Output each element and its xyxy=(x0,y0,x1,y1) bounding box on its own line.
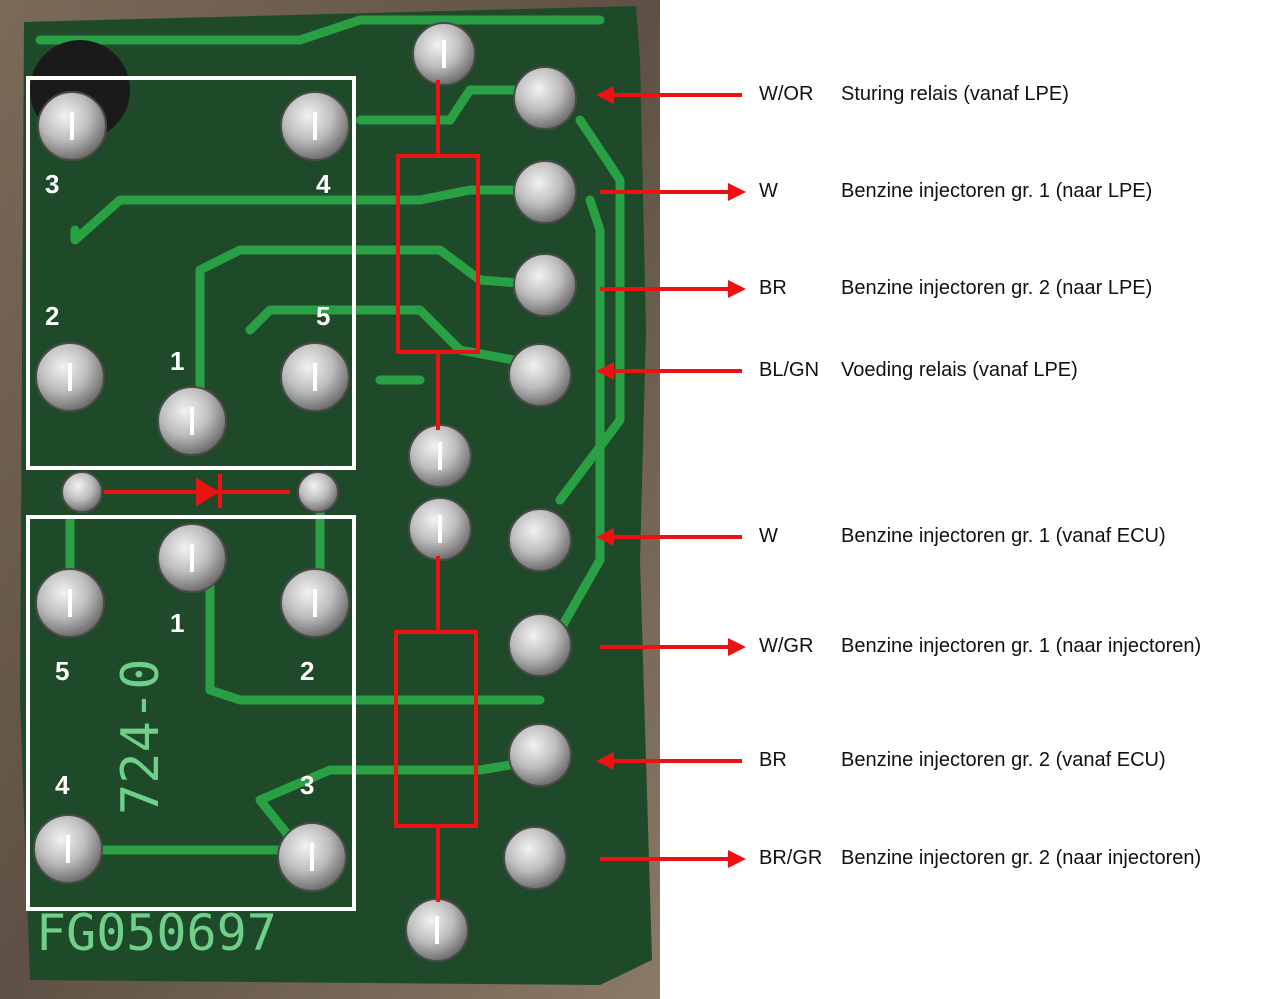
silkscreen-serial: FG050697 xyxy=(36,904,277,962)
connector-arrow-5 xyxy=(596,528,742,546)
connector-label-7: Benzine injectoren gr. 2 (vanaf ECU) xyxy=(841,749,1166,771)
connector-label-5: Benzine injectoren gr. 1 (vanaf ECU) xyxy=(841,525,1166,547)
relay1-pin-2: 2 xyxy=(45,301,59,331)
relay2-pin-5: 5 xyxy=(55,656,69,686)
silkscreen-board-code: 724-0 xyxy=(111,658,171,815)
connector-label-1: Sturing relais (vanaf LPE) xyxy=(841,83,1069,105)
connector-code-1: W/OR xyxy=(759,83,814,105)
connector-label-8: Benzine injectoren gr. 2 (naar injectore… xyxy=(841,847,1202,869)
connector-label-6: Benzine injectoren gr. 1 (naar injectore… xyxy=(841,635,1202,657)
connector-arrow-1 xyxy=(596,86,742,104)
connector-code-8: BR/GR xyxy=(759,847,823,869)
relay2-pin-2: 2 xyxy=(300,656,314,686)
connector-arrows xyxy=(596,86,746,868)
connector-code-3: BR xyxy=(759,277,787,299)
relay1-pin-5: 5 xyxy=(316,301,330,331)
connector-arrow-8 xyxy=(600,850,746,868)
connector-code-4: BL/GN xyxy=(759,359,820,381)
relay-outline-2 xyxy=(26,515,356,911)
relay2-pin-3: 3 xyxy=(300,770,314,800)
pad-pins xyxy=(66,40,446,944)
connector-label-3: Benzine injectoren gr. 2 (naar LPE) xyxy=(841,277,1153,299)
relay1-pin-3: 3 xyxy=(45,169,59,199)
relay2-pin-1: 1 xyxy=(170,608,184,638)
relay-outline-1 xyxy=(26,76,356,470)
connector-arrow-6 xyxy=(600,638,746,656)
relay2-pin-4: 4 xyxy=(55,770,70,800)
relay1-pin-4: 4 xyxy=(316,169,331,199)
connector-arrow-2 xyxy=(600,183,746,201)
diode-marking xyxy=(104,474,290,508)
connector-arrow-4 xyxy=(596,362,742,380)
resistor-markings xyxy=(394,80,480,902)
connector-code-5: W xyxy=(759,525,778,547)
connector-arrow-7 xyxy=(596,752,742,770)
connector-label-4: Voeding relais (vanaf LPE) xyxy=(841,359,1078,381)
relay1-pin-1: 1 xyxy=(170,346,184,376)
connector-code-7: BR xyxy=(759,749,787,771)
connector-label-2: Benzine injectoren gr. 1 (naar LPE) xyxy=(841,180,1153,202)
connector-code-6: W/GR xyxy=(759,635,814,657)
connector-code-2: W xyxy=(759,180,778,202)
connector-arrow-3 xyxy=(600,280,746,298)
